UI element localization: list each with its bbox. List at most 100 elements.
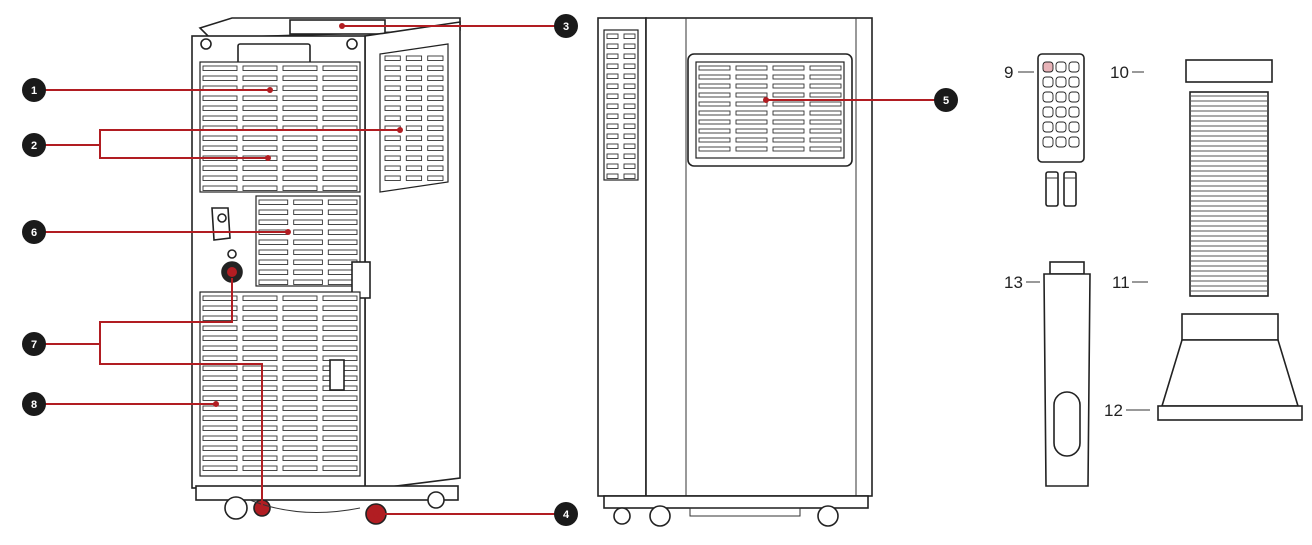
louver-slat	[735, 101, 768, 107]
cord-hook-hole	[217, 213, 227, 223]
grille-slat	[242, 325, 278, 331]
grille-slat	[242, 465, 278, 471]
grille-slat	[242, 65, 278, 71]
front-side-grille	[603, 29, 639, 181]
louver-slat	[698, 65, 731, 71]
grille-slat	[282, 435, 318, 441]
grille-slat	[405, 145, 423, 151]
grille-slat	[202, 435, 238, 441]
grille-slat	[242, 445, 278, 451]
lower-rear-grille-slats	[202, 295, 358, 471]
grille-slat	[242, 425, 278, 431]
grille-slat	[322, 165, 358, 171]
grille-slat	[322, 305, 358, 311]
louver-slat	[809, 65, 842, 71]
grille-slat	[606, 153, 619, 159]
grille-slat	[282, 455, 318, 461]
remote-button	[1055, 136, 1067, 148]
accessory-label-10: 10	[1110, 63, 1129, 82]
callout-6: 6	[22, 220, 291, 244]
grille-slat	[623, 43, 636, 49]
louver-slat	[809, 110, 842, 116]
grille-slat	[202, 165, 238, 171]
callout-badge-7	[22, 332, 46, 356]
grille-slat	[202, 95, 238, 101]
grille-slat	[405, 155, 423, 161]
louver-slat	[735, 119, 768, 125]
louver-slat	[772, 65, 805, 71]
grille-slat	[202, 295, 238, 301]
grille-slat	[606, 83, 619, 89]
louver-slat	[772, 110, 805, 116]
grille-slat	[384, 175, 401, 181]
grille-slat	[242, 435, 278, 441]
grille-slat	[293, 219, 323, 225]
grille-slat	[242, 135, 278, 141]
grille-slat	[384, 75, 401, 81]
accessory-label-11: 11	[1112, 273, 1130, 292]
grille-slat	[427, 165, 444, 171]
remote-button	[1055, 76, 1067, 88]
louver-slat	[735, 74, 768, 80]
callout-number-7: 7	[31, 339, 37, 351]
grille-slat	[282, 375, 318, 381]
grille-slat	[623, 33, 636, 39]
louver-slat	[698, 83, 731, 89]
grille-slat	[384, 55, 401, 61]
louver-slat	[809, 101, 842, 107]
drain-outlet-plug	[227, 267, 237, 277]
grille-slat	[606, 103, 619, 109]
louver-slat	[809, 74, 842, 80]
grille-slat	[327, 249, 358, 255]
grille-slat	[242, 165, 278, 171]
grille-slat	[258, 279, 289, 285]
grille-slat	[322, 185, 358, 191]
grille-slat	[282, 65, 318, 71]
side-bracket	[351, 261, 371, 299]
grille-slat	[242, 395, 278, 401]
grille-slat	[427, 175, 444, 181]
grille-slat	[258, 249, 289, 255]
grille-slat	[202, 425, 238, 431]
rear-view-unit	[191, 17, 461, 525]
remote-control-buttons	[1042, 61, 1080, 148]
grille-slat	[242, 375, 278, 381]
wheel-front-right	[817, 505, 839, 527]
grille-slat	[258, 259, 289, 265]
grille-slat	[202, 105, 238, 111]
grille-slat	[427, 155, 444, 161]
grille-slat	[202, 325, 238, 331]
grille-slat	[282, 425, 318, 431]
grille-slat	[282, 105, 318, 111]
grille-slat	[427, 135, 444, 141]
grille-slat	[384, 155, 401, 161]
grille-slat	[606, 163, 619, 169]
grille-slat	[202, 465, 238, 471]
grille-slat	[282, 365, 318, 371]
grille-slat	[282, 355, 318, 361]
grille-slat	[282, 175, 318, 181]
grille-slat	[427, 75, 444, 81]
grille-slat	[623, 93, 636, 99]
grille-slat	[202, 375, 238, 381]
grille-slat	[327, 229, 358, 235]
callout-badge-4	[554, 502, 578, 526]
grille-slat	[322, 425, 358, 431]
grille-slat	[327, 199, 358, 205]
callout-badge-5	[934, 88, 958, 112]
grille-slat	[623, 153, 636, 159]
grille-slat	[202, 355, 238, 361]
grille-slat	[202, 445, 238, 451]
grille-slat	[405, 85, 423, 91]
grille-slat	[293, 229, 323, 235]
remote-button	[1042, 91, 1054, 103]
callout-4: 4	[373, 502, 578, 526]
louver-slat	[698, 110, 731, 116]
remote-button	[1068, 61, 1080, 73]
grille-slat	[282, 75, 318, 81]
grille-slat	[322, 325, 358, 331]
wheel-front-center	[649, 505, 671, 527]
louver-slat	[809, 83, 842, 89]
grille-slat	[623, 113, 636, 119]
